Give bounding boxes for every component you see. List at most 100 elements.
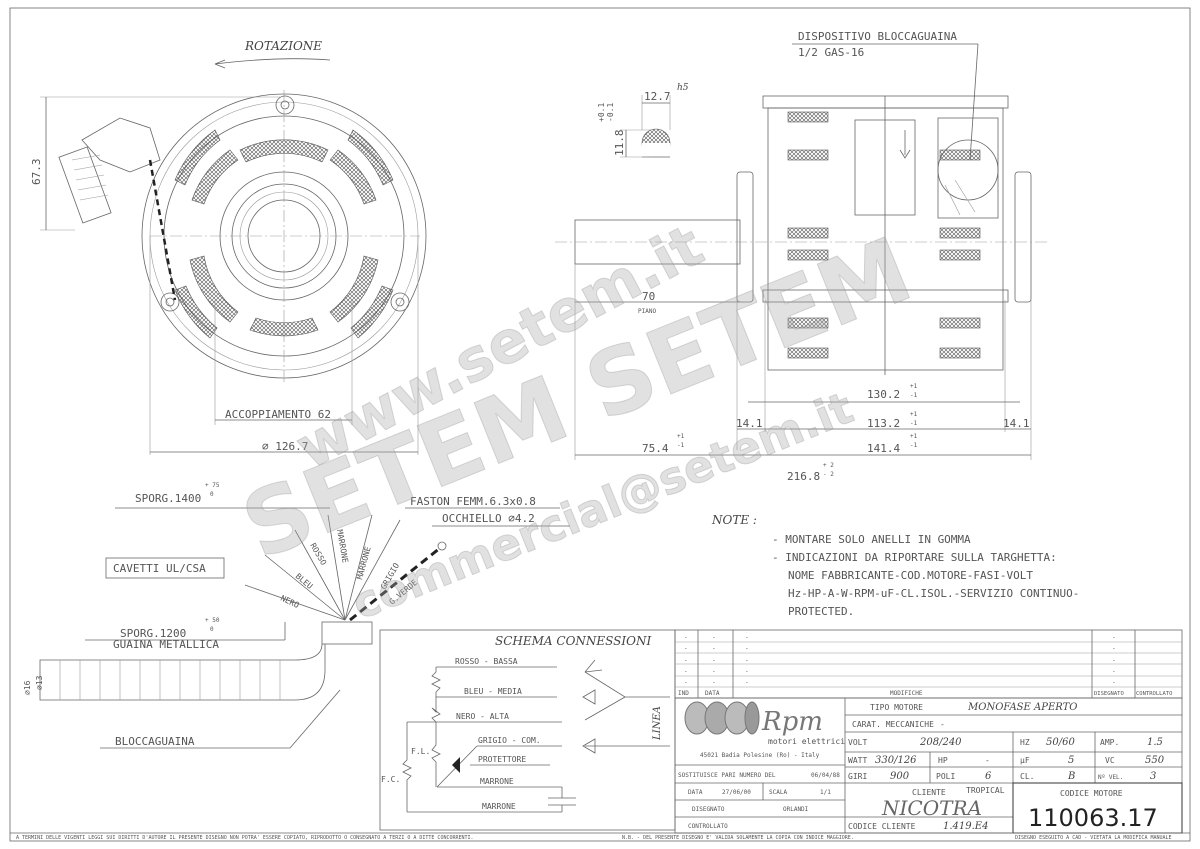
dim-height: 67.3 — [30, 159, 43, 186]
vc-label: VC — [1105, 756, 1115, 765]
revision-cell: - — [1112, 645, 1116, 652]
watermark: www.setem.it SETEM SETEM commercial@sete… — [228, 211, 926, 631]
tol: + 50 — [205, 617, 220, 624]
connection-schema: SCHEMA CONNESSIONI ROSSO - BASSA BLEU - … — [379, 629, 676, 831]
amp-value: 1.5 — [1147, 737, 1163, 748]
volt-value: 208/240 — [919, 737, 962, 748]
tipo-value: MONOFASE APERTO — [967, 702, 1077, 713]
notes-title: NOTE : — [711, 513, 757, 527]
carat-label: CARAT. MECCANICHE — [852, 720, 934, 729]
scala-value: 1/1 — [820, 789, 831, 796]
guaina-label: GUAINA METALLICA — [113, 638, 219, 651]
cl-value: B — [1067, 771, 1075, 782]
tol: +1 — [910, 411, 918, 418]
note-line: - INDICAZIONI DA RIPORTARE SULLA TARGHET… — [772, 551, 1057, 564]
poli-value: 6 — [985, 771, 992, 782]
codice-cliente-value: 1.419.E4 — [943, 821, 988, 832]
cavetti-label: CAVETTI UL/CSA — [113, 562, 206, 575]
revision-cell: - — [684, 680, 688, 687]
front-view: ROTAZIONE 67.3 ACCOPPIAMENTO 62 ⌀ 126.7 — [30, 39, 427, 455]
company-name: motori elettrici — [768, 737, 845, 746]
notes: NOTE : - MONTARE SOLO ANELLI IN GOMMA - … — [711, 513, 1079, 618]
schema-linea: LINEA — [652, 706, 663, 741]
codice-motore-label: CODICE MOTORE — [1060, 789, 1123, 798]
revision-cell: - — [712, 645, 716, 652]
footer-copyright: A TERMINI DELLE VIGENTI LEGGI SUI DIRITT… — [16, 835, 474, 841]
schema-rosso: ROSSO - BASSA — [455, 657, 518, 666]
revision-cell: - — [712, 657, 716, 664]
amp-label: AMP. — [1100, 738, 1119, 747]
nvel-value: 3 — [1150, 771, 1156, 782]
note-line: - MONTARE SOLO ANELLI IN GOMMA — [772, 533, 971, 546]
tol: -1 — [910, 420, 918, 427]
revision-cell: - — [1112, 657, 1116, 664]
giri-value: 900 — [890, 771, 910, 782]
data-value: 27/06/00 — [722, 789, 751, 796]
shaft-note: PIANO — [638, 308, 656, 315]
schema-marrone: MARRONE — [482, 802, 516, 811]
revision-cell: - — [684, 634, 688, 641]
schema-fl: F.L. — [411, 747, 430, 756]
tol: - 2 — [823, 471, 834, 478]
tol: +1 — [910, 383, 918, 390]
tol: -1 — [910, 392, 918, 399]
revision-cell: - — [1112, 634, 1116, 641]
uf-label: µF — [1020, 756, 1030, 765]
drawing-border — [9, 7, 1191, 842]
dim-113: 113.2 — [867, 417, 900, 430]
revision-cell: - — [1112, 668, 1116, 675]
hp-label: HP — [938, 756, 948, 765]
revision-cell: - — [684, 668, 688, 675]
volt-label: VOLT — [848, 738, 867, 747]
schema-nero: NERO - ALTA — [456, 712, 509, 721]
company-address: 45021 Badia Polesine (Ro) - Italy — [700, 752, 820, 759]
dim-16: ⌀16 — [23, 680, 32, 695]
cliente-extra: TROPICAL — [966, 786, 1005, 795]
tol: + 75 — [205, 482, 220, 489]
note-line: NOME FABBRICANTE-COD.MOTORE-FASI-VOLT — [788, 569, 1033, 582]
revision-cell: - — [684, 657, 688, 664]
hz-value: 50/60 — [1046, 737, 1075, 748]
tol-minus: -0.1 — [606, 103, 615, 122]
dim-shaft-length: 70 — [642, 290, 655, 303]
device-spec: 1/2 GAS-16 — [798, 46, 864, 59]
footer-cad: DISEGNO ESEGUITO A CAD - VIETATA LA MODI… — [1015, 835, 1172, 841]
schema-grigio: GRIGIO - COM. — [478, 736, 541, 745]
revision-cell: - — [745, 657, 749, 664]
vc-value: 550 — [1145, 755, 1165, 766]
shaft-flat: 11.8 — [613, 130, 626, 157]
cable-gland — [58, 117, 177, 301]
rotation-arrow-icon — [214, 58, 331, 69]
sostituisce-label: SOSTITUISCE PARI NUMERO DEL — [678, 772, 776, 779]
header-ind: IND — [678, 690, 689, 697]
faston-label: FASTON FEMM.6.3x0.8 — [410, 495, 536, 508]
header-data: DATA — [705, 690, 720, 697]
revision-cell: - — [745, 634, 749, 641]
shaft-section: 12.7 h5 11.8 +0.1 -0.1 — [597, 83, 689, 159]
tol: 0 — [210, 626, 214, 633]
disegnato-label: DISEGNATO — [692, 806, 725, 813]
data-label: DATA — [688, 789, 703, 796]
revision-cell: - — [712, 634, 716, 641]
schema-marrone: MARRONE — [480, 777, 514, 786]
dim-141: 141.4 — [867, 442, 900, 455]
tol: 0 — [210, 491, 214, 498]
footer-note: N.B. - DEL PRESENTE DISEGNO E' VALIDA SO… — [622, 835, 854, 841]
dim-14-right: 14.1 — [1003, 417, 1030, 430]
sporg-1200: SPORG.1200 — [120, 627, 186, 640]
watt-label: WATT — [848, 756, 867, 765]
header-controllato: CONTROLLATO — [1136, 691, 1172, 697]
cliente-value: NICOTRA — [881, 796, 982, 820]
disegnato-value: ORLANDI — [783, 806, 809, 813]
revision-cell: - — [745, 680, 749, 687]
carat-value: - — [940, 720, 945, 729]
codice-motore-value: 110063.17 — [1028, 804, 1158, 832]
uf-value: 5 — [1068, 755, 1074, 766]
dim-coupling: ACCOPPIAMENTO 62 — [225, 408, 331, 421]
hp-value: - — [985, 756, 990, 765]
tolerance-class: h5 — [677, 83, 689, 93]
revision-cell: - — [745, 668, 749, 675]
poli-label: POLI — [936, 772, 955, 781]
revision-cell: - — [712, 680, 716, 687]
